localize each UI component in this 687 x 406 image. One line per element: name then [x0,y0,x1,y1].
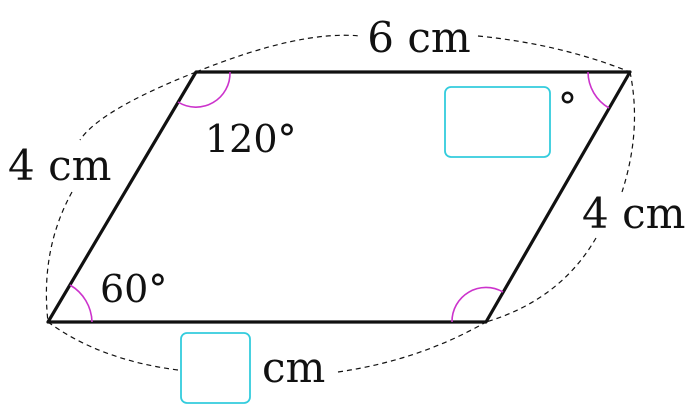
top-right-angle-degree-symbol: ° [558,85,577,129]
top-left-angle-label: 120° [205,117,297,161]
bottom-left-angle-label: 60° [100,267,167,311]
angle-arc-top-left [177,71,231,108]
left-side-measure-arc-bottom [45,191,73,323]
angle-arc-bottom-left [69,284,93,323]
right-side-measure-arc-bottom [485,237,597,323]
angle-arc-bottom-right [451,286,504,323]
top-side-measure-arc-left [195,34,361,73]
bottom-side-measure-arc-left [47,321,179,371]
top-side-measure-arc-right [477,35,631,73]
bottom-side-answer-box[interactable] [180,332,251,404]
top-right-angle-answer-box[interactable] [444,86,551,158]
left-side-label: 4 cm [8,141,111,190]
parallelogram-shape [46,70,632,324]
right-side-measure-arc-top [621,71,636,193]
bottom-side-unit-label: cm [262,343,325,392]
left-side-measure-arc-top [79,71,197,141]
top-side-label: 6 cm [367,13,470,62]
right-side-label: 4 cm [582,189,685,238]
angle-arc-top-right [587,71,610,109]
bottom-side-measure-arc-right [337,321,487,373]
